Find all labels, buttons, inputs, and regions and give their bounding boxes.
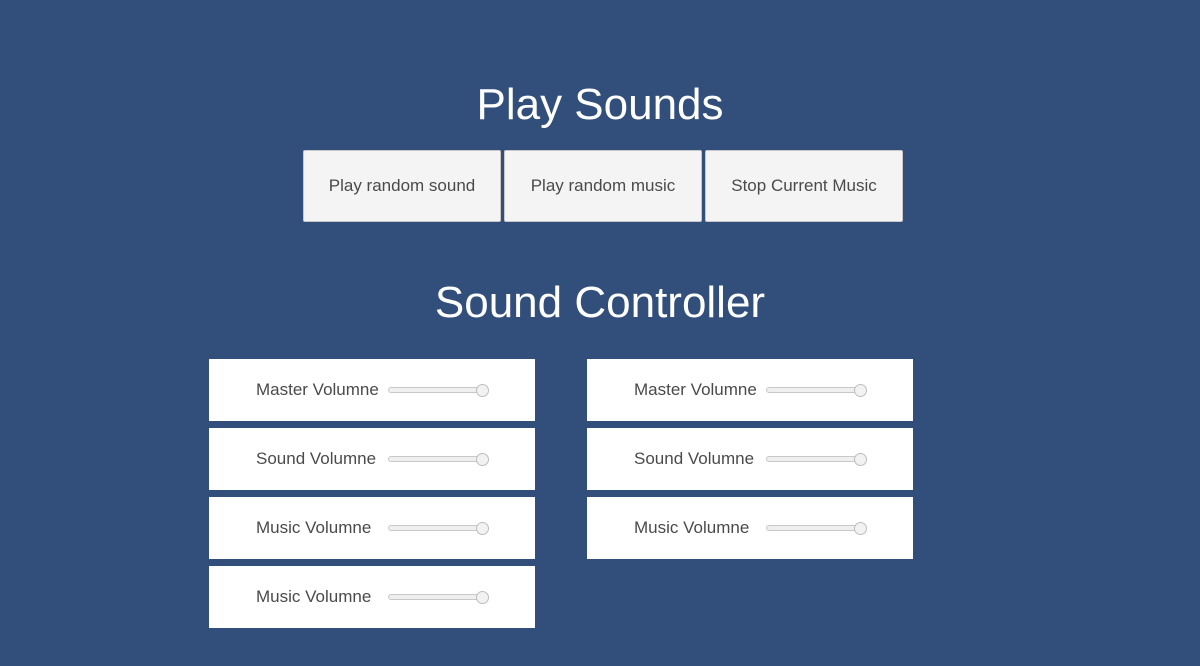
play-random-music-button[interactable]: Play random music [504, 150, 702, 222]
slider-track[interactable] [388, 594, 482, 600]
volume-label: Music Volumne [634, 518, 750, 537]
slider-handle[interactable] [476, 453, 489, 466]
sound-controller-title: Sound Controller [434, 278, 766, 327]
volume-slider[interactable] [388, 384, 489, 397]
slider-handle[interactable] [854, 522, 867, 535]
slider-track[interactable] [766, 456, 860, 462]
volume-panel-left: Music Volumne [209, 566, 535, 628]
slider-track[interactable] [766, 525, 860, 531]
volume-slider[interactable] [766, 522, 867, 535]
slider-handle[interactable] [476, 591, 489, 604]
volume-panel-left: Master Volumne [209, 359, 535, 421]
play-random-sound-button[interactable]: Play random sound [303, 150, 501, 222]
volume-label: Master Volumne [256, 380, 379, 399]
volume-panel-left: Music Volumne [209, 497, 535, 559]
volume-label: Master Volumne [634, 380, 757, 399]
volume-slider[interactable] [388, 591, 489, 604]
volume-slider[interactable] [766, 453, 867, 466]
volume-panel-right: Music Volumne [587, 497, 913, 559]
slider-handle[interactable] [854, 453, 867, 466]
slider-handle[interactable] [476, 384, 489, 397]
stop-current-music-button[interactable]: Stop Current Music [705, 150, 903, 222]
slider-track[interactable] [388, 456, 482, 462]
play-sounds-title: Play Sounds [476, 80, 724, 129]
volume-panel-right: Sound Volumne [587, 428, 913, 490]
slider-track[interactable] [766, 387, 860, 393]
slider-handle[interactable] [854, 384, 867, 397]
volume-label: Music Volumne [256, 587, 372, 606]
volume-slider[interactable] [388, 522, 489, 535]
volume-label: Music Volumne [256, 518, 372, 537]
volume-label: Sound Volumne [256, 449, 377, 468]
slider-handle[interactable] [476, 522, 489, 535]
volume-slider[interactable] [388, 453, 489, 466]
volume-label: Sound Volumne [634, 449, 755, 468]
slider-track[interactable] [388, 387, 482, 393]
slider-track[interactable] [388, 525, 482, 531]
volume-panel-right: Master Volumne [587, 359, 913, 421]
volume-panel-left: Sound Volumne [209, 428, 535, 490]
volume-slider[interactable] [766, 384, 867, 397]
